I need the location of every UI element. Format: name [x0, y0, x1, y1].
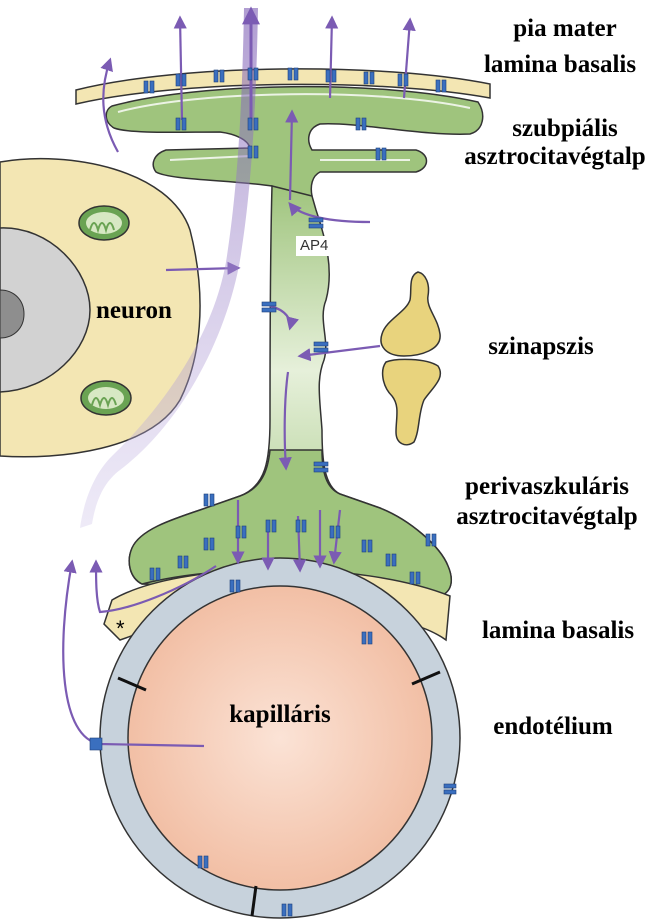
synapse-postsynaptic-terminal [381, 358, 442, 446]
label-lamina-basalis-top: lamina basalis [483, 51, 637, 78]
aquaporin-channels [89, 67, 457, 917]
label-perivascular-line2: asztrocitavégtalp [456, 503, 638, 530]
mitochondrion-icon [78, 205, 130, 241]
label-synapse: szinapszis [488, 333, 594, 360]
neuron-nucleus [0, 227, 91, 393]
subpial-endfoot-membrane [117, 93, 471, 161]
neuron-nucleolus [0, 289, 25, 339]
capillary-lumen [127, 585, 433, 891]
label-aquaporin-ap4: AP4 [296, 236, 333, 256]
endothelial-junctions [117, 670, 441, 917]
water-stream-neuron [80, 8, 258, 528]
neuron-body [0, 157, 201, 458]
label-pia-mater: pia mater [513, 15, 617, 42]
asterisk-marker: * [116, 616, 125, 641]
label-perivascular-line1: perivaszkuláris [465, 473, 629, 500]
label-subpial-line1: szubpiális [512, 115, 618, 142]
label-endothelium: endotélium [493, 713, 613, 740]
synapse-presynaptic-terminal [380, 271, 441, 357]
label-lamina-basalis-bottom: lamina basalis [481, 617, 635, 644]
label-subpial-line2: asztrocitavégtalp [464, 143, 646, 170]
label-neuron: neuron [96, 297, 172, 324]
subpial-endfoot [105, 85, 484, 201]
mitochondrion-icon [80, 380, 132, 416]
label-capillary: kapilláris [229, 701, 331, 728]
